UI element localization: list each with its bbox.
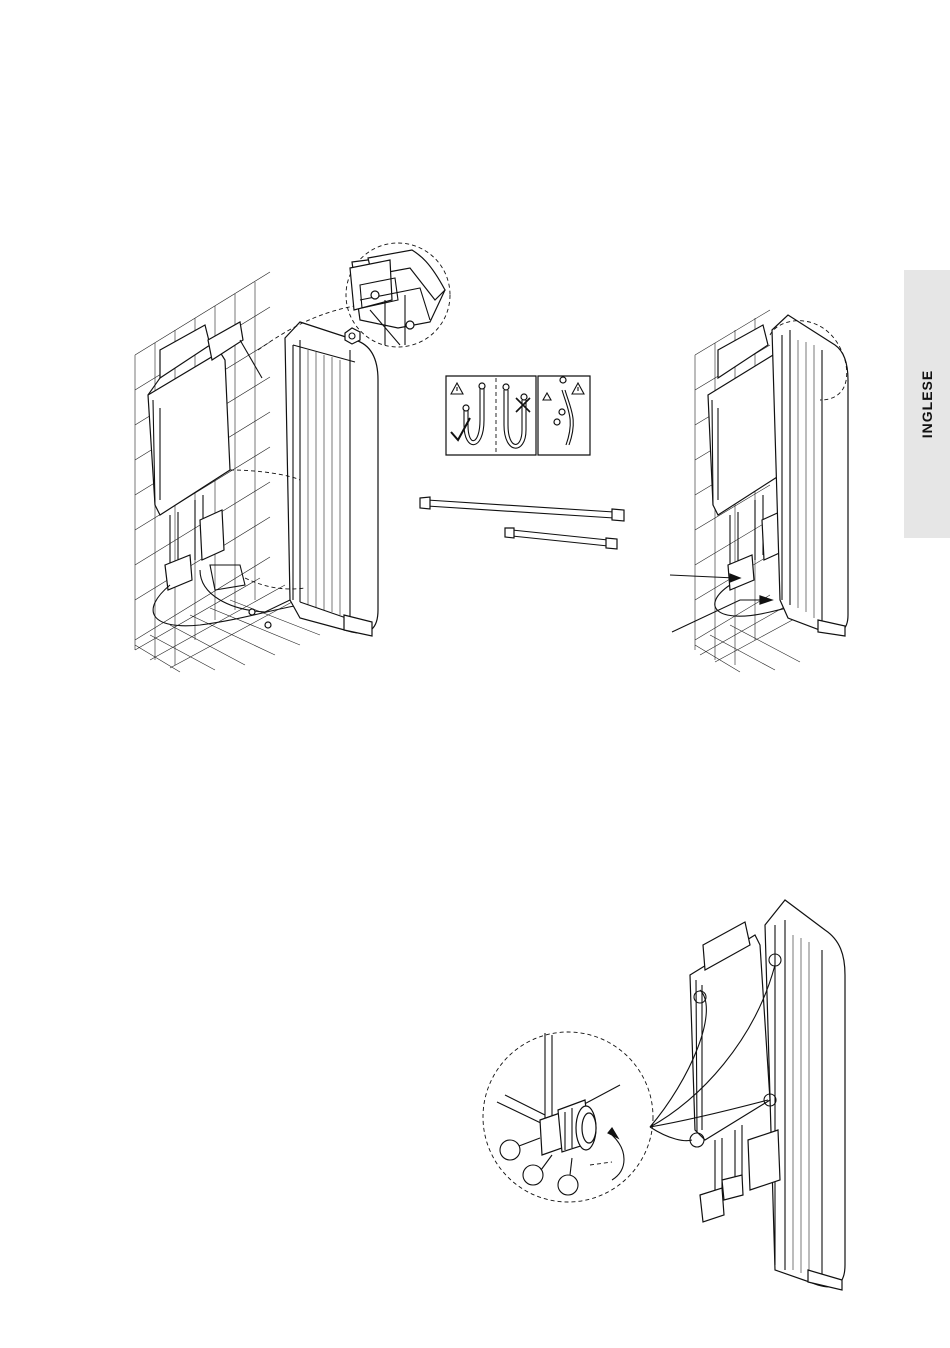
bracket-detail-zoom	[345, 243, 450, 347]
radiator-wall-mounting-illustration	[135, 272, 378, 672]
pipe-connection-detail	[483, 900, 845, 1290]
flexible-hose-warning-panel	[446, 376, 590, 455]
radiator-installed-illustration	[670, 310, 848, 672]
flexible-hoses	[420, 497, 624, 549]
